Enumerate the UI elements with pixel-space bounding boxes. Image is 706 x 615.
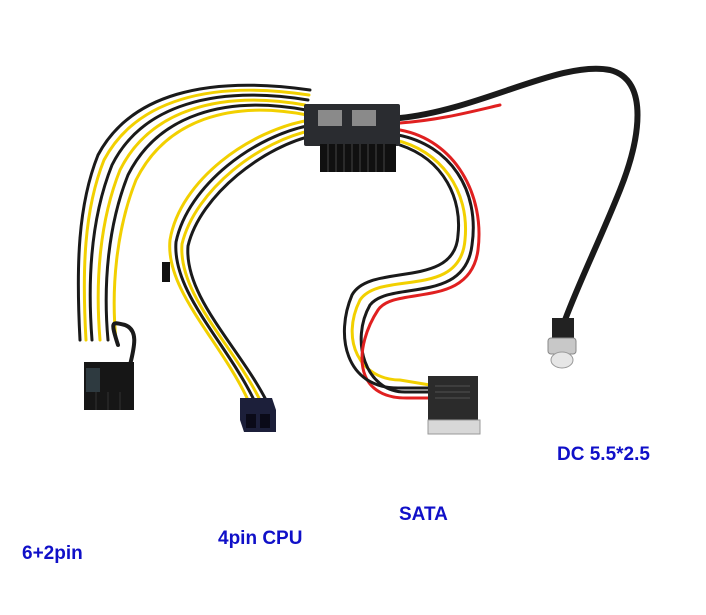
cpu-connector-icon [240,398,276,432]
psu-board-icon [304,104,400,172]
label-dc-jack: DC 5.5*2.5 [557,444,650,465]
sata-connector-icon [427,376,481,435]
dc-jack-icon [547,318,577,369]
pcie-connector-icon [84,362,134,410]
label-sata: SATA [399,504,448,525]
sata-cable [342,128,481,400]
cpu-cable-sleeve [162,262,170,282]
label-4pin-cpu: 4pin CPU [218,528,303,549]
dc-cable [397,65,641,323]
cpu-cable [168,118,318,402]
pcie-cable [76,83,312,367]
label-pcie-6-2pin: 6+2pin [22,543,83,564]
